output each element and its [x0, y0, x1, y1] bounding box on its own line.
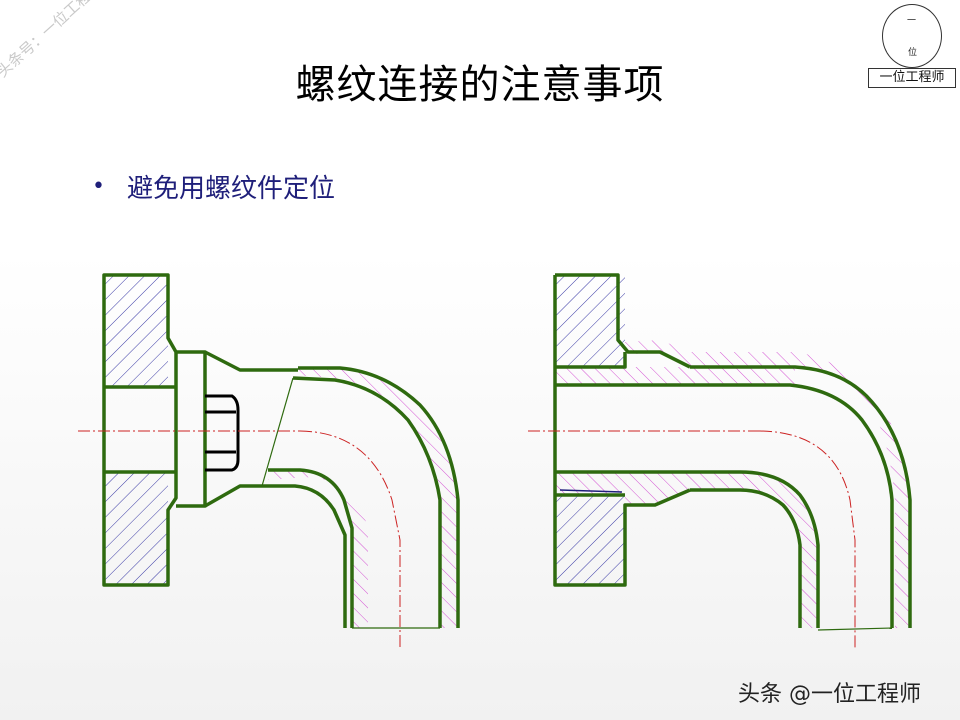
left-joint-line — [261, 377, 294, 487]
bullet-item: • 避免用螺纹件定位 — [92, 168, 335, 205]
bullet-marker: • — [92, 174, 105, 199]
left-hub-outline — [176, 350, 207, 508]
hex-nut-icon — [205, 394, 240, 472]
right-elbow-inner — [739, 470, 820, 628]
left-flange-bottom-section — [104, 472, 168, 585]
right-locating-line — [559, 489, 623, 493]
right-flange-bottom-section — [555, 495, 625, 585]
right-elbow-inner-outer — [690, 488, 802, 628]
slide-title: 螺纹连接的注意事项 — [295, 62, 665, 108]
logo-seal: 一 位 — [882, 4, 942, 68]
drawing-right — [528, 273, 912, 650]
right-elbow-outer-inner — [690, 383, 894, 628]
bullet-text: 避免用螺纹件定位 — [126, 174, 335, 204]
left-hub-bottom-taper — [204, 484, 268, 508]
right-elbow-outer — [690, 365, 912, 628]
left-elbow-outer-inner — [292, 376, 442, 628]
credit-text: 头条 @一位工程师 — [738, 682, 921, 707]
right-flange-left-outline — [553, 275, 691, 587]
left-flange-outline — [102, 273, 178, 587]
left-pipe-outer-wall-section — [293, 368, 458, 628]
left-elbow-outer — [298, 366, 460, 628]
right-centerline-elbow — [759, 430, 856, 650]
logo-seal-char-2: 位 — [908, 48, 918, 58]
left-flange-top-section — [104, 275, 168, 387]
right-pipe-top-wall — [555, 367, 795, 385]
right-flange-top-inner — [555, 352, 627, 369]
left-centerline-elbow — [299, 430, 401, 650]
logo-seal-char-1: 一 — [907, 16, 917, 26]
right-pipe-end-line — [817, 627, 893, 631]
drawing-left — [78, 273, 460, 650]
left-pipe-inner-wall-section — [268, 470, 368, 628]
left-elbow-inner — [268, 468, 354, 628]
logo: 一 位 一位工程师 — [868, 4, 956, 88]
left-hub-top-taper — [204, 350, 298, 372]
left-elbow-inner-outer — [268, 484, 347, 628]
logo-label: 一位工程师 — [868, 68, 956, 88]
right-flange-top-outline — [555, 273, 691, 369]
right-flange-top-section — [555, 275, 625, 367]
